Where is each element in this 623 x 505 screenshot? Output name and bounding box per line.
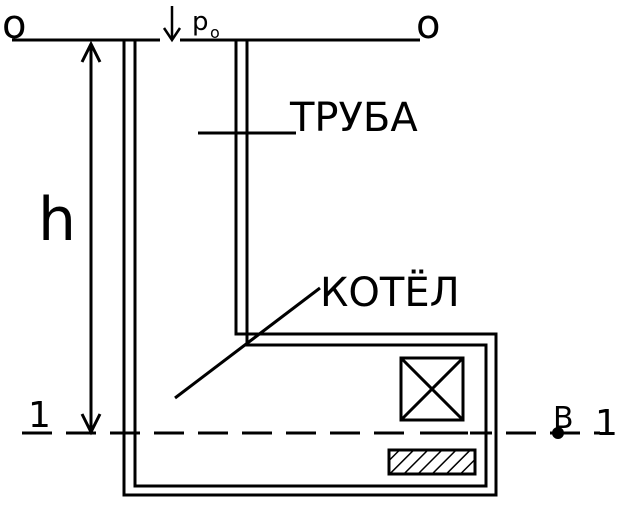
vessel-outer-wall (122, 40, 498, 497)
grate-hatched-block (387, 448, 477, 476)
section-1-left-label: 1 (28, 395, 51, 436)
burner-box-icon (399, 356, 465, 422)
boiler-label: КОТЁЛ (320, 268, 460, 316)
section-0-left-label: o (2, 2, 26, 48)
boiler-leader-line (174, 286, 321, 400)
height-dimension-arrow (75, 38, 124, 436)
pressure-subscript: o (210, 23, 220, 42)
height-label: h (38, 185, 76, 255)
point-b-marker (552, 427, 564, 439)
pressure-arrow (162, 6, 182, 43)
pressure-label: p (192, 7, 209, 37)
point-b-label: B (553, 401, 574, 436)
pipe-label: ТРУБА (289, 95, 418, 141)
section-1-right-label: 1 (595, 403, 618, 444)
section-0-right-label: o (416, 2, 440, 48)
vessel-inner-wall (133, 40, 488, 488)
